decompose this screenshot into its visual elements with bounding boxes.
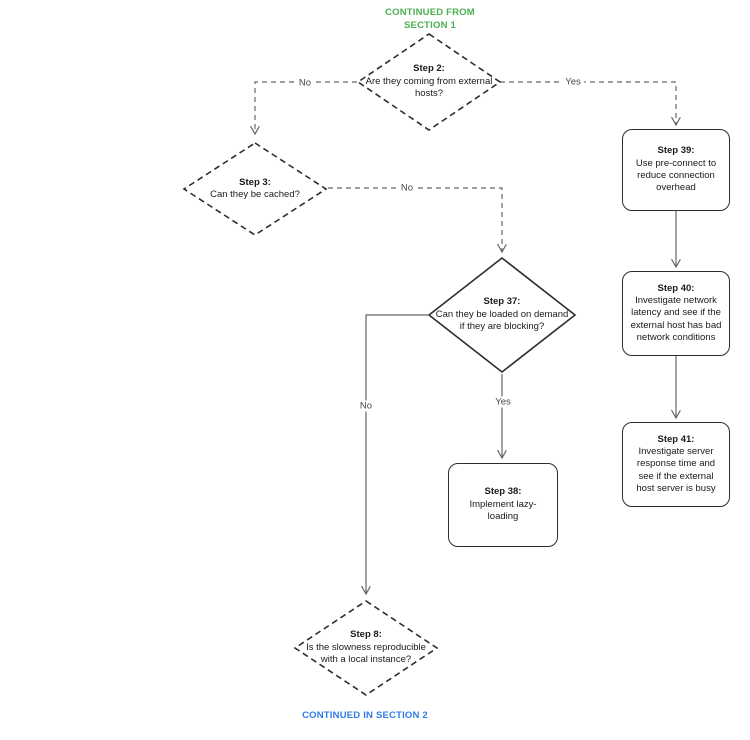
node-step3-decision: Step 3: Can they be cached? xyxy=(182,141,328,237)
edge-label-step37-no: No xyxy=(356,400,376,412)
node-step40-text: Investigate network latency and see if t… xyxy=(630,294,722,344)
node-step2-decision: Step 2: Are they coming from external ho… xyxy=(356,32,502,132)
node-step39-process: Step 39: Use pre-connect to reduce conne… xyxy=(622,129,730,211)
edge-label-step37-yes: Yes xyxy=(492,396,514,408)
node-step8-text: Is the slowness reproducible with a loca… xyxy=(306,641,426,666)
diamond-shape xyxy=(356,33,502,131)
diamond-shape xyxy=(293,600,439,696)
node-step2-title: Step 2: xyxy=(413,63,445,75)
node-step37-text: Can they be loaded on demand if they are… xyxy=(435,308,569,333)
node-step3-title: Step 3: xyxy=(239,176,271,188)
node-step41-text: Investigate server response time and see… xyxy=(636,445,716,495)
edge-label-step2-no: No xyxy=(295,77,315,89)
node-step41-process: Step 41: Investigate server response tim… xyxy=(622,422,730,507)
continued-from-label: CONTINUED FROM SECTION 1 xyxy=(385,7,475,31)
edge-step37-to-step8 xyxy=(366,314,428,594)
node-step37-decision: Step 37: Can they be loaded on demand if… xyxy=(427,256,577,374)
node-step39-title: Step 39: xyxy=(657,145,695,157)
node-step40-process: Step 40: Investigate network latency and… xyxy=(622,271,730,356)
edge-label-step3-no: No xyxy=(397,182,417,194)
node-step38-process: Step 38: Implement lazy-loading xyxy=(448,463,558,547)
diamond-shape xyxy=(427,256,577,374)
node-step3-text: Can they be cached? xyxy=(210,189,300,200)
edge-step2-to-step39 xyxy=(500,81,676,125)
node-step40-title: Step 40: xyxy=(657,282,695,294)
node-step41-title: Step 41: xyxy=(657,433,695,445)
node-step8-title: Step 8: xyxy=(350,629,382,641)
node-step38-title: Step 38: xyxy=(484,486,522,498)
diamond-shape xyxy=(182,142,328,236)
continued-in-label: CONTINUED IN SECTION 2 xyxy=(302,710,428,721)
node-step2-text: Are they coming from external hosts? xyxy=(365,75,493,100)
edge-label-step2-yes: Yes xyxy=(562,76,584,88)
node-step39-text: Use pre-connect to reduce connection ove… xyxy=(635,157,717,194)
node-step37-title: Step 37: xyxy=(483,296,521,308)
edge-step3-to-step37 xyxy=(328,187,502,252)
edge-step2-to-step3 xyxy=(255,81,357,134)
node-step38-text: Implement lazy-loading xyxy=(469,498,537,523)
node-step8-decision: Step 8: Is the slowness reproducible wit… xyxy=(293,599,439,697)
